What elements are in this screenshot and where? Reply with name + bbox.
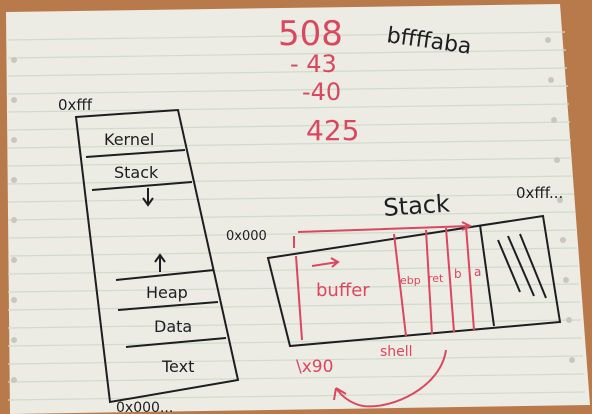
memory-column [74, 108, 240, 404]
paper-sheet [6, 4, 590, 414]
stack-left-address: 0x000 [226, 229, 267, 244]
stack-grow-arrow [142, 188, 154, 207]
buffer-arrow [293, 221, 473, 248]
segment-stack: Stack [114, 163, 159, 182]
stack-frame-box [266, 214, 562, 348]
segment-heap: Heap [146, 283, 188, 302]
segment-text: Text [161, 357, 194, 376]
heap-grow-arrow [154, 253, 166, 272]
bottom-address: 0x000... [116, 400, 173, 414]
feed-holes [11, 37, 575, 383]
stack-diagram: Stack 0x000 0xfff... buffer ebp ret b a … [226, 184, 563, 408]
label-shell: shell [380, 344, 413, 360]
cell-ret: ret [428, 272, 444, 285]
arith-result: 425 [306, 114, 359, 147]
memory-layout: 0xfff Kernel Stack Heap Data Text 0x000.… [58, 96, 240, 414]
cell-a: a [474, 265, 481, 279]
label-nop: \x90 [296, 357, 333, 377]
segment-kernel: Kernel [104, 130, 154, 149]
top-address: 0xfff [58, 96, 93, 114]
buffer-label: buffer [316, 280, 370, 301]
cell-ebp: ebp [400, 274, 421, 287]
arith-line-1: 508 [278, 14, 343, 54]
arithmetic: 508 - 43 -40 425 [278, 14, 359, 147]
stack-title: Stack [382, 189, 450, 222]
return-arrow [333, 349, 447, 408]
stack-right-address: 0xfff... [516, 184, 563, 202]
cell-b: b [454, 267, 462, 281]
arith-line-2: - 43 [290, 50, 337, 78]
segment-data: Data [154, 317, 192, 336]
arith-line-3: -40 [302, 78, 341, 106]
